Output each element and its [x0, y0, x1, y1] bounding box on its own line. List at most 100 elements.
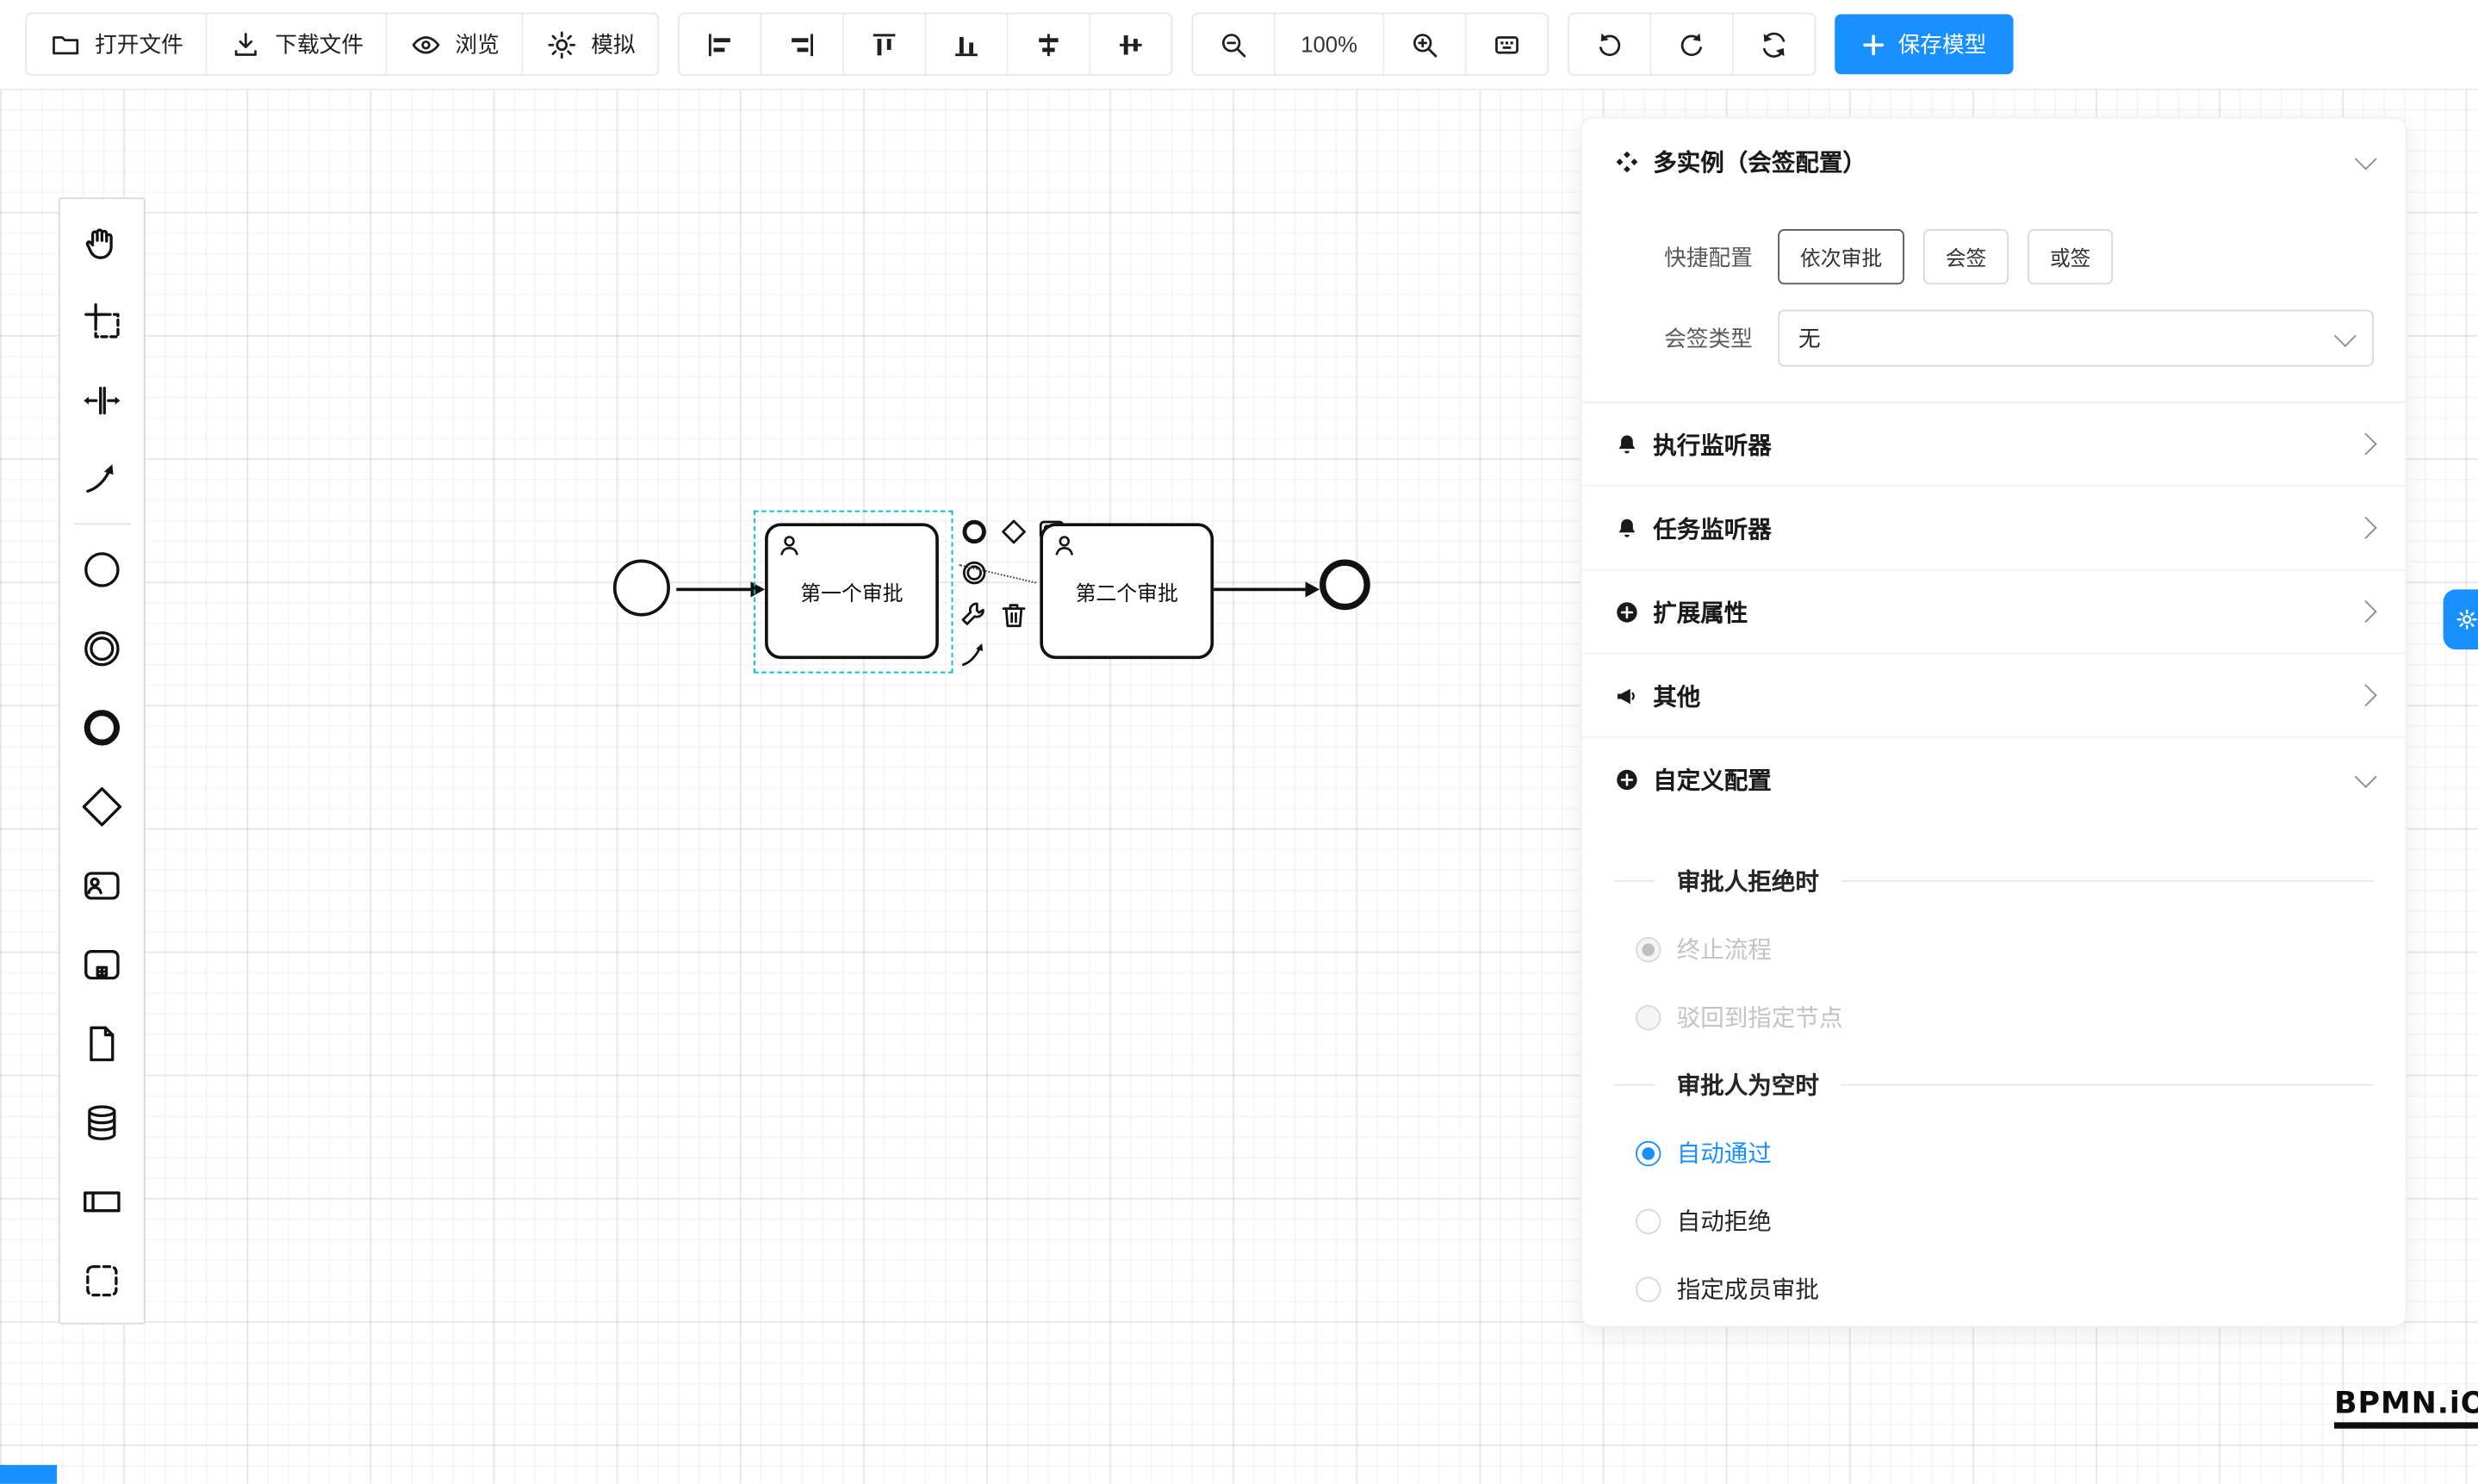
task-first-approval[interactable]: 第一个审批: [765, 523, 939, 660]
settings-side-tab[interactable]: [2443, 589, 2478, 650]
sequence-flow-2[interactable]: [1214, 587, 1306, 592]
top-toolbar: 打开文件 下载文件 浏览 模拟: [0, 0, 2478, 90]
simulate-button[interactable]: 模拟: [523, 15, 657, 75]
bpmn-io-logo[interactable]: BPMN.iO: [2334, 1386, 2478, 1429]
quick-config-label: 快捷配置: [1664, 244, 1753, 270]
create-call-activity[interactable]: [61, 924, 143, 1003]
create-start-event[interactable]: [61, 530, 143, 609]
lasso-tool[interactable]: [61, 282, 143, 361]
reset-viewport-icon: [1495, 35, 1518, 53]
pad-append-end-event[interactable]: [956, 513, 991, 548]
sequence-flow-1-arrowhead: [750, 581, 766, 598]
reject-divider: 审批人拒绝时: [1613, 865, 2374, 898]
simulate-label: 模拟: [591, 31, 636, 58]
align-top-button[interactable]: [844, 14, 927, 75]
save-model-button[interactable]: 保存模型: [1835, 14, 2014, 75]
lasso-icon: [84, 302, 120, 338]
user-icon: [1055, 536, 1074, 556]
section-execution-listener[interactable]: 执行监听器: [1581, 403, 2406, 487]
align-top-icon: [873, 33, 896, 55]
radio-return-to-node[interactable]: 驳回到指定节点: [1636, 1000, 2374, 1034]
preview-button[interactable]: 浏览: [388, 14, 524, 75]
pad-change-type[interactable]: [956, 598, 991, 632]
radio-icon: [1636, 936, 1661, 962]
bottom-left-tab[interactable]: [0, 1464, 58, 1484]
radio-auto-reject[interactable]: 自动拒绝: [1636, 1204, 2374, 1238]
create-participant[interactable]: [61, 1162, 143, 1241]
quick-option-countersign[interactable]: 会签: [1923, 229, 2009, 285]
save-model-label: 保存模型: [1897, 31, 1987, 58]
zoom-group: 100%: [1191, 12, 1550, 77]
task-second-approval[interactable]: 第二个审批: [1040, 523, 1214, 660]
section-task-listener[interactable]: 任务监听器: [1581, 487, 2406, 571]
pad-append-gateway[interactable]: [996, 513, 1030, 548]
zoom-in-button[interactable]: [1384, 14, 1467, 75]
align-left-button[interactable]: [680, 14, 762, 75]
zoom-level: 100%: [1276, 14, 1385, 75]
participant-icon: [84, 1190, 121, 1212]
radio-auto-approve[interactable]: 自动通过: [1636, 1136, 2374, 1170]
radio-assign-member[interactable]: 指定成员审批: [1636, 1272, 2374, 1306]
align-bottom-button[interactable]: [926, 14, 1009, 75]
pad-append-intermediate-event[interactable]: [956, 555, 991, 589]
preview-label: 浏览: [455, 31, 500, 58]
end-event-icon: [84, 709, 120, 745]
section-execution-listener-label: 执行监听器: [1653, 432, 1772, 460]
section-extended-properties-label: 扩展属性: [1653, 599, 1748, 627]
bell-icon: [1618, 518, 1636, 537]
create-data-object[interactable]: [61, 1003, 143, 1083]
create-user-task[interactable]: [61, 846, 143, 925]
quick-option-sequential[interactable]: 依次审批: [1778, 229, 1904, 285]
start-event-shape[interactable]: [612, 559, 670, 617]
end-event-shape[interactable]: [1320, 559, 1370, 611]
sign-type-label: 会签类型: [1664, 325, 1753, 351]
pad-delete[interactable]: [996, 598, 1030, 632]
create-group[interactable]: [61, 1240, 143, 1319]
eye-icon: [412, 35, 440, 53]
refresh-button[interactable]: [1734, 15, 1815, 75]
align-center-horizontal-icon: [1039, 33, 1059, 56]
section-other[interactable]: 其他: [1581, 655, 2406, 738]
radio-icon: [1636, 1276, 1661, 1301]
align-bottom-icon: [955, 36, 978, 56]
hand-tool[interactable]: [61, 202, 143, 282]
reset-viewport-button[interactable]: [1467, 15, 1548, 75]
radio-terminate-flow[interactable]: 终止流程: [1636, 933, 2374, 966]
quick-option-orsign[interactable]: 或签: [2028, 229, 2114, 285]
align-center-vertical-button[interactable]: [1090, 15, 1171, 75]
align-center-horizontal-button[interactable]: [1009, 14, 1091, 75]
create-intermediate-event[interactable]: [61, 608, 143, 687]
sign-type-select[interactable]: 无: [1778, 309, 2374, 367]
reject-divider-title: 审批人拒绝时: [1676, 869, 1819, 897]
create-data-store[interactable]: [61, 1083, 143, 1162]
group-icon: [86, 1264, 118, 1296]
section-extended-properties[interactable]: 扩展属性: [1581, 570, 2406, 655]
sequence-flow-1[interactable]: [676, 587, 753, 592]
global-connect-tool[interactable]: [61, 439, 143, 518]
redo-button[interactable]: [1651, 14, 1734, 75]
section-other-label: 其他: [1653, 683, 1701, 711]
panel-header[interactable]: 多实例（会签配置）: [1582, 119, 2406, 204]
sign-type-value: 无: [1798, 325, 1821, 351]
zoom-out-button[interactable]: [1193, 14, 1276, 75]
pad-connect[interactable]: [956, 636, 991, 671]
zoom-in-icon: [1413, 33, 1438, 57]
sequence-flow-2-arrowhead: [1305, 581, 1320, 598]
undo-button[interactable]: [1569, 14, 1652, 75]
section-custom-config[interactable]: 自定义配置: [1582, 738, 2406, 820]
open-file-button[interactable]: 打开文件: [27, 14, 208, 75]
start-event-icon: [84, 551, 120, 587]
create-gateway[interactable]: [61, 767, 143, 846]
custom-config-body: 审批人拒绝时 终止流程 驳回到指定节点 审批人为空时 自动通过: [1582, 820, 2406, 1305]
download-file-button[interactable]: 下载文件: [207, 14, 388, 75]
trash-icon: [1001, 603, 1025, 627]
section-task-listener-label: 任务监听器: [1653, 516, 1772, 543]
empty-divider: 审批人为空时: [1613, 1068, 2374, 1102]
radio-auto-reject-label: 自动拒绝: [1676, 1208, 1772, 1236]
align-center-vertical-icon: [1119, 34, 1142, 54]
space-tool[interactable]: [61, 360, 143, 439]
folder-open-icon: [53, 35, 79, 54]
create-end-event[interactable]: [61, 687, 143, 767]
download-icon: [234, 32, 257, 55]
align-right-button[interactable]: [761, 14, 844, 75]
